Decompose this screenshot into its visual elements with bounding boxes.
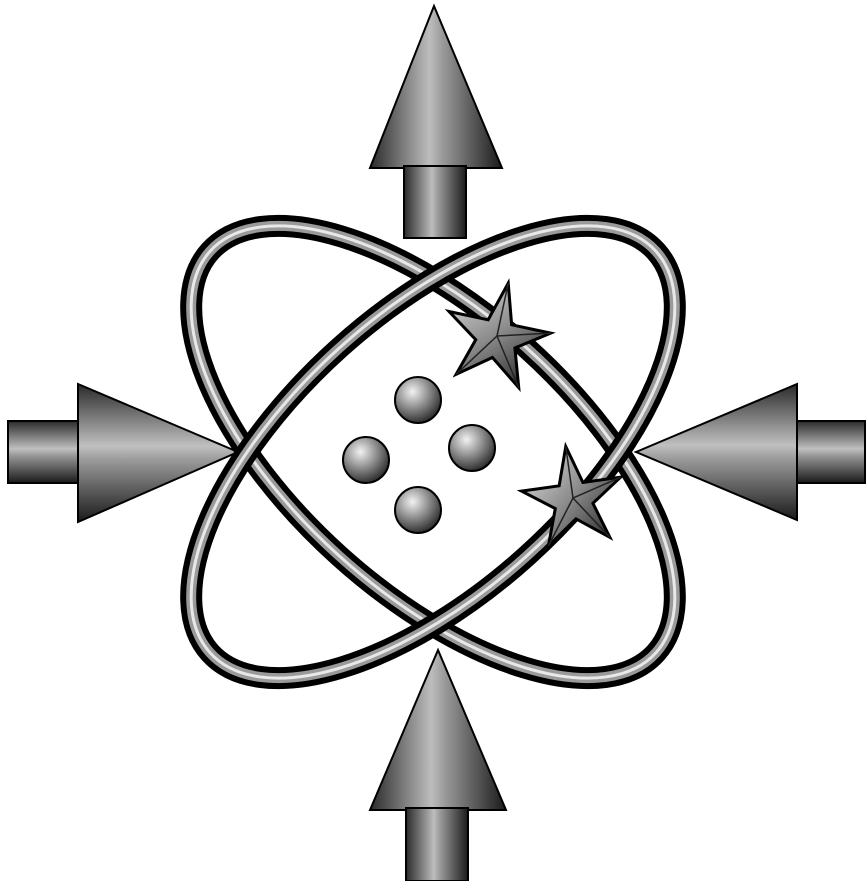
arrow-right-icon — [8, 384, 238, 522]
arrow-up-icon — [370, 650, 506, 881]
nucleus-particle — [395, 487, 441, 533]
arrow-left-icon — [636, 384, 865, 520]
arrow-up-icon — [370, 6, 502, 238]
nucleus — [343, 377, 495, 533]
nucleus-particle — [395, 377, 441, 423]
nucleus-particle — [343, 437, 389, 483]
nucleus-particle — [449, 425, 495, 471]
